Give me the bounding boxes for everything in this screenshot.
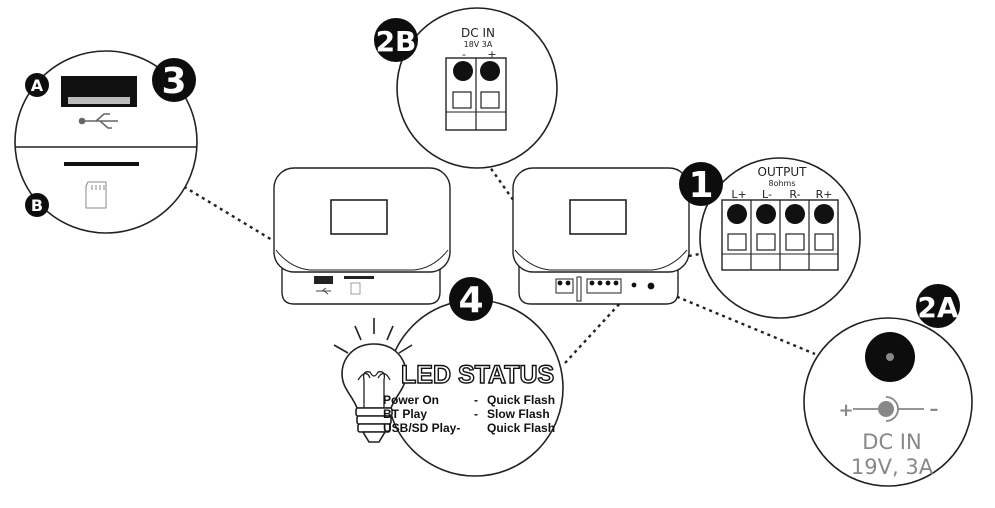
badge-1-label: 1 bbox=[688, 165, 713, 206]
leader-line-2a bbox=[650, 284, 816, 356]
rear-led bbox=[631, 282, 637, 288]
dc-in-terminal-callout: DC IN 18V 3A - + 2B bbox=[374, 7, 558, 169]
led-row-1-mode: Power On bbox=[383, 393, 439, 407]
led-status-title: LED STATUS bbox=[401, 361, 554, 389]
usb-sd-callout-circle bbox=[14, 50, 198, 234]
rear-dc-jack bbox=[647, 282, 655, 290]
dc-jack-rating: 19V, 3A bbox=[851, 455, 934, 479]
led-status-callout: LED STATUS Power On - Quick Flash BT Pla… bbox=[333, 277, 564, 477]
usb-icon bbox=[316, 287, 331, 295]
led-row-2-mode: BT Play bbox=[383, 407, 427, 421]
sd-card-icon bbox=[350, 282, 361, 295]
badge-1 bbox=[679, 162, 723, 206]
dc-in-plus: + bbox=[487, 48, 496, 61]
rear-dc-terminal bbox=[555, 278, 574, 294]
output-screw-r-minus bbox=[785, 204, 805, 224]
device-front bbox=[273, 167, 451, 305]
dc-jack-callout: + – DC IN 19V, 3A 2A bbox=[803, 284, 973, 487]
sd-slot-large bbox=[64, 162, 139, 166]
badge-3 bbox=[152, 58, 196, 102]
dc-jack-pin bbox=[886, 353, 894, 361]
usb-port-insert bbox=[68, 97, 130, 104]
output-label-r-minus: R- bbox=[789, 188, 800, 201]
led-row-2-sep: - bbox=[474, 407, 478, 421]
led-row-3-pattern: Quick Flash bbox=[487, 421, 555, 435]
output-label-l-minus: L- bbox=[762, 188, 772, 201]
usb-icon bbox=[78, 113, 118, 129]
badge-a bbox=[25, 73, 49, 97]
output-screw-l-plus bbox=[727, 204, 747, 224]
badge-b bbox=[25, 193, 49, 217]
output-screw-r-plus bbox=[814, 204, 834, 224]
badge-2b bbox=[374, 18, 418, 62]
lightbulb-icon bbox=[333, 318, 413, 443]
device-front-display bbox=[330, 199, 388, 235]
device-rear-display bbox=[569, 199, 627, 235]
badge-2b-label: 2B bbox=[376, 25, 417, 58]
sd-card-icon bbox=[85, 181, 107, 209]
badge-4-label: 4 bbox=[458, 280, 483, 321]
badge-b-label: B bbox=[31, 196, 43, 215]
led-row-3-mode: USB/SD Play- bbox=[383, 421, 460, 435]
device-rear bbox=[512, 167, 690, 305]
badge-2a-label: 2A bbox=[917, 291, 958, 324]
led-row-1-sep: - bbox=[474, 393, 478, 407]
output-label-l-plus: L+ bbox=[731, 188, 746, 201]
badge-a-label: A bbox=[31, 76, 44, 95]
dc-jack-title: DC IN bbox=[862, 430, 921, 454]
badge-2a bbox=[916, 284, 960, 328]
device-front-sd-slot bbox=[344, 276, 374, 279]
dc-in-rating: 18V 3A bbox=[464, 40, 493, 49]
dc-in-screw-plus bbox=[480, 61, 500, 81]
led-row-1-pattern: Quick Flash bbox=[487, 393, 555, 407]
usb-sd-callout: 3 A B bbox=[14, 50, 198, 234]
dc-in-title: DC IN bbox=[461, 26, 495, 40]
dc-polarity-minus: – bbox=[930, 399, 939, 420]
output-screw-l-minus bbox=[756, 204, 776, 224]
dc-polarity-plus: + bbox=[838, 400, 853, 421]
rear-divider bbox=[576, 276, 582, 302]
output-title: OUTPUT bbox=[758, 165, 808, 179]
rear-output-terminal bbox=[586, 278, 622, 294]
badge-3-label: 3 bbox=[161, 61, 186, 102]
led-row-2-pattern: Slow Flash bbox=[487, 407, 550, 421]
dc-in-minus: - bbox=[462, 48, 466, 61]
device-front-usb-port bbox=[314, 276, 333, 284]
badge-4 bbox=[449, 277, 493, 321]
dc-polarity-icon: + – bbox=[838, 396, 939, 422]
output-label-r-plus: R+ bbox=[816, 188, 833, 201]
output-impedance: 8ohms bbox=[768, 179, 795, 188]
dc-in-screw-minus bbox=[453, 61, 473, 81]
output-callout: OUTPUT 8ohms L+ L- R- R+ 1 bbox=[679, 157, 861, 319]
